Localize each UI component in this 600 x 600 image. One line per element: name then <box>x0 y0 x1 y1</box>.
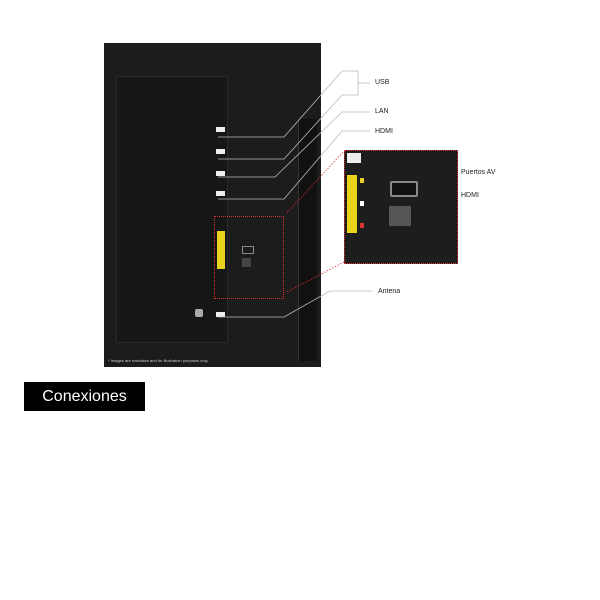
tv-back-panel-image <box>104 43 321 367</box>
usb-port-tag <box>216 127 225 132</box>
hdmi-port-tag <box>216 191 225 196</box>
audio-right-jack <box>360 223 364 228</box>
label-hdmi-detail: HDMI <box>461 192 479 199</box>
tv-back-recess <box>116 76 228 343</box>
av-hdmi-detail-callout <box>344 150 458 264</box>
section-title: Conexiones <box>24 382 145 411</box>
lan-port <box>242 258 251 267</box>
usb-port-tag <box>216 149 225 154</box>
av-ports-strip <box>217 231 225 269</box>
label-usb: USB <box>375 79 390 86</box>
hdmi-tag <box>347 153 361 163</box>
audio-left-jack <box>360 201 364 206</box>
label-av-ports: Puertos AV <box>461 169 496 176</box>
label-hdmi: HDMI <box>375 128 393 135</box>
hdmi-port <box>390 181 418 197</box>
disclaimer: * Images are simulated and for illustrat… <box>108 358 209 363</box>
av-ports-strip <box>347 175 357 233</box>
video-jack <box>360 178 364 183</box>
hdmi-port <box>242 246 254 254</box>
antenna-connector <box>195 309 203 317</box>
lan-port-tag <box>216 171 225 176</box>
label-lan: LAN <box>375 108 389 115</box>
antenna-tag <box>216 312 225 317</box>
lan-port <box>389 206 411 226</box>
port-strip <box>298 119 317 361</box>
highlight-region <box>214 216 284 299</box>
label-antenna: Antena <box>378 288 401 295</box>
